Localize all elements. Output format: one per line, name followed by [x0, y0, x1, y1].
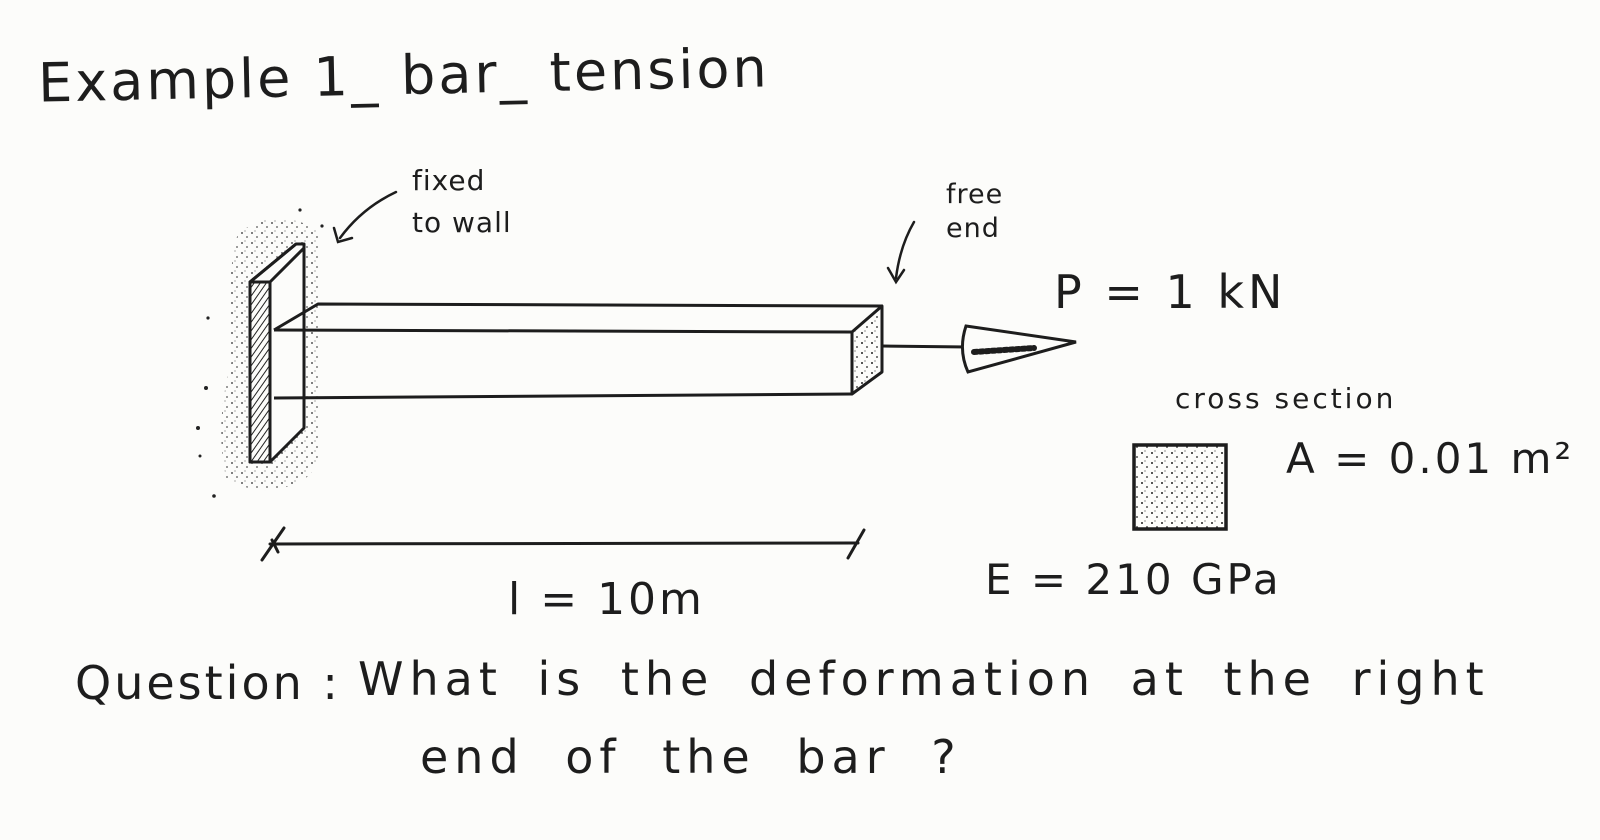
- question-text-line2: end of the bar ?: [420, 730, 962, 784]
- load-label: P = 1 kN: [1054, 265, 1287, 319]
- length-dimension: [260, 526, 866, 562]
- cross-section-label: cross section: [1175, 382, 1397, 415]
- load-arrow: [880, 324, 1077, 374]
- fixed-support-label-line2: to wall: [412, 206, 512, 239]
- area-label: A = 0.01 m²: [1286, 434, 1575, 483]
- fixed-pointer-arrow: [332, 190, 398, 244]
- cross-section-square: [1132, 443, 1228, 531]
- free-end-label-line1: free: [946, 179, 1004, 210]
- free-end-label-line2: end: [946, 213, 1000, 244]
- modulus-label: E = 210 GPa: [985, 555, 1282, 604]
- wall-plate: [248, 242, 306, 464]
- bar: [273, 302, 884, 400]
- question-text-line1: What is the deformation at the right: [358, 652, 1490, 706]
- free-end-label: free end: [946, 178, 1003, 246]
- length-label: l = 10m: [508, 574, 705, 625]
- free-pointer-arrow: [886, 220, 916, 285]
- question-label: Question :: [75, 656, 341, 710]
- fixed-support-label: fixed to wall: [412, 160, 512, 244]
- fixed-support-label-line1: fixed: [412, 164, 486, 197]
